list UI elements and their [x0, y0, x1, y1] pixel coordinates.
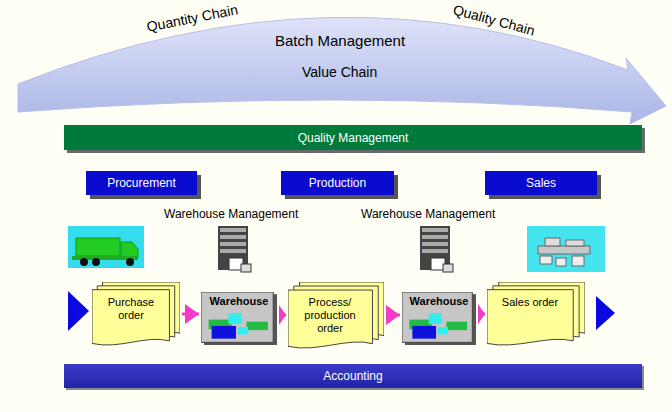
- flow-end-arrow: [596, 296, 615, 330]
- node-text: Warehouse: [402, 295, 476, 307]
- shelf-icon: [420, 226, 453, 272]
- document-node: Purchase order: [92, 282, 180, 346]
- flow-arrow: [279, 305, 286, 325]
- node-text: Sales: [526, 176, 556, 190]
- band: Accounting: [64, 364, 642, 388]
- document-stack: [487, 282, 585, 346]
- document-node: Sales order: [487, 282, 585, 346]
- flow-arrow: [478, 304, 485, 324]
- document-page: [487, 290, 573, 345]
- shelf-icon: [218, 226, 251, 272]
- flow-arrow: [182, 304, 199, 324]
- node-text: Process/ production order: [299, 296, 361, 335]
- flow-start-arrow: [68, 291, 89, 331]
- node-text: Purchase order: [101, 296, 161, 322]
- chain-arrow: [18, 17, 666, 124]
- document-page: [92, 290, 169, 345]
- node-text: Procurement: [107, 176, 176, 190]
- node-text: Warehouse: [201, 295, 277, 307]
- node-text: Sales order: [500, 296, 560, 309]
- node-text: Quality Management: [298, 131, 409, 145]
- truck-icon: [68, 226, 144, 268]
- flow-arrow: [386, 305, 400, 325]
- band: Quality Management: [64, 125, 642, 150]
- document-page: [288, 290, 372, 348]
- process-box: Production: [281, 171, 394, 195]
- diagram-label: Warehouse Management: [361, 207, 495, 221]
- factory-icon: [527, 226, 605, 272]
- warehouse-node: Warehouse: [201, 292, 277, 345]
- node-text: Production: [309, 176, 366, 190]
- node-text: Accounting: [323, 369, 382, 383]
- process-box: Procurement: [86, 171, 197, 195]
- diagram-label: Batch Management: [275, 32, 405, 49]
- diagram-label: Warehouse Management: [164, 207, 298, 221]
- warehouse-node: Warehouse: [402, 292, 476, 345]
- document-node: Process/ production order: [288, 282, 384, 349]
- process-box: Sales: [485, 171, 597, 195]
- diagram-label: Value Chain: [302, 64, 377, 80]
